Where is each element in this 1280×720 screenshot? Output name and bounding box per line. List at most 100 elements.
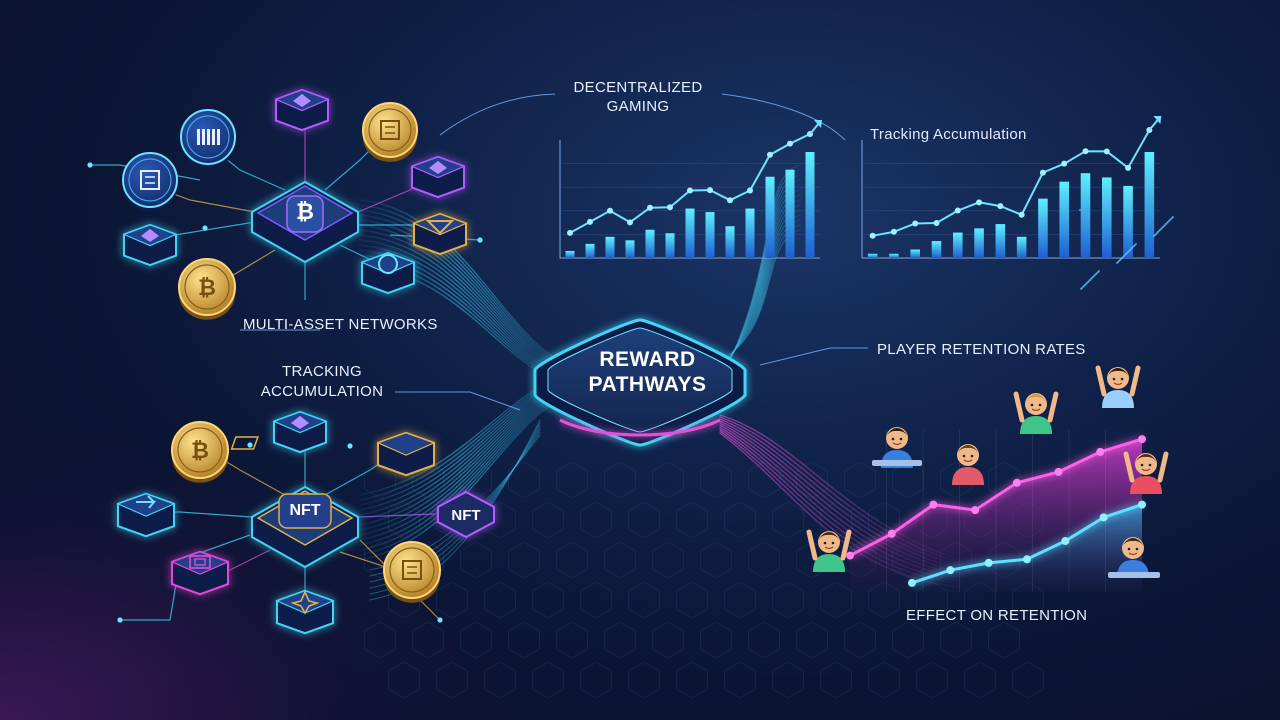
stream-lower-left: [359, 389, 561, 531]
chart-bar: [995, 224, 1006, 258]
grid-hex: [724, 661, 756, 699]
grid-hex: [556, 461, 588, 499]
grid-hex: [796, 461, 828, 499]
chart-bar: [665, 233, 675, 258]
trace-line: [357, 513, 436, 518]
chart-bar: [1059, 181, 1070, 258]
chart-point: [747, 187, 753, 194]
grid-hex: [868, 661, 900, 699]
chart-bar: [745, 208, 755, 258]
stream-lower-arc: [369, 419, 541, 601]
grid-hex: [748, 541, 780, 579]
avatar-player: [952, 444, 984, 485]
trace-node: [347, 443, 353, 449]
chart-point: [567, 229, 573, 236]
grid-hex: [820, 581, 852, 619]
svg-text:₿: ₿: [191, 438, 209, 463]
chart-point: [767, 151, 773, 158]
retention-point: [1054, 467, 1063, 476]
stream-lower-left: [359, 394, 561, 546]
chart-point: [890, 228, 897, 235]
grid-hex: [748, 621, 780, 659]
ethereum-icon: [274, 88, 330, 132]
reward-pathways-hub: [533, 318, 747, 447]
grid-hex: [580, 501, 612, 539]
chart-point: [997, 203, 1004, 210]
retention-point: [908, 578, 916, 587]
chart-bar: [645, 229, 655, 258]
grid-hex: [507, 461, 540, 499]
grid-hex: [772, 581, 804, 619]
chart-bar: [1123, 185, 1133, 258]
label-player-retention-rates: PLAYER RETENTION RATES: [877, 341, 1086, 358]
grid-hex: [724, 581, 756, 619]
bar-chart-tracking-accumulation: [861, 116, 1175, 291]
gem-icon: [383, 541, 441, 603]
desk-icon: [872, 460, 922, 466]
particle: [1171, 215, 1175, 219]
grid-hex: [604, 541, 636, 579]
grid-hex: [435, 661, 469, 699]
grid-hex: [411, 621, 445, 659]
chart-bar: [889, 253, 899, 258]
retention-point: [1138, 500, 1146, 509]
grid-hex: [652, 461, 684, 499]
grid-hex: [483, 661, 516, 699]
trace-node: [202, 225, 208, 231]
grid-hex: [676, 501, 708, 539]
chart-point: [1103, 148, 1110, 155]
chart-point: [954, 207, 961, 214]
leader-lines: [240, 93, 868, 411]
stream-upper-left: [359, 214, 561, 366]
grid-hex: [652, 541, 684, 579]
chart-bar: [605, 236, 615, 258]
label-tracking-accumulation-chart: Tracking Accumulation: [870, 126, 1027, 143]
retention-point: [971, 506, 980, 515]
chart-point: [787, 140, 793, 147]
label-multi-asset-networks: MULTI-ASSET NETWORKS: [243, 316, 438, 333]
grid-hex: [724, 501, 756, 539]
retention-point: [887, 529, 896, 538]
chart-bar: [1038, 198, 1048, 258]
hub-node-top: [251, 180, 359, 264]
chart-bar: [1101, 177, 1112, 258]
chart-bar: [1144, 152, 1155, 258]
bar-chart-decentralized-gaming: [559, 120, 822, 259]
grid-hex: [1012, 661, 1044, 699]
trace-node: [477, 237, 483, 243]
retention-area-cyan: [912, 504, 1142, 592]
area-chart-retention: [846, 430, 1146, 592]
chart-bar: [685, 208, 695, 258]
stream-upper-left: [359, 234, 561, 373]
stream-lower-left: [359, 392, 561, 541]
avatar-player-cheering: [1013, 391, 1059, 434]
grid-hex: [604, 461, 636, 499]
retention-point: [1099, 513, 1108, 522]
chart-bar: [625, 240, 635, 258]
grid-hex: [532, 581, 564, 619]
trace-line: [120, 534, 251, 621]
grid-hex: [532, 501, 564, 539]
chart-point: [687, 187, 693, 194]
trace-node: [117, 617, 123, 623]
grid-hex: [387, 661, 421, 699]
chart-bar: [867, 253, 878, 258]
retention-point: [846, 551, 854, 560]
chart-bar: [1016, 236, 1027, 258]
particle: [1078, 208, 1082, 212]
chart-bar: [785, 169, 795, 258]
label-effect-on-retention: EFFECT ON RETENTION: [906, 607, 1088, 624]
stream-upper-left: [359, 244, 561, 376]
grid-hex: [988, 621, 1020, 659]
particle: [1097, 269, 1101, 273]
grid-hex: [507, 621, 540, 659]
grid-hex: [700, 461, 732, 499]
ethereum-icon: [122, 223, 178, 267]
chart-bar: [725, 226, 735, 258]
chart-point: [1018, 211, 1025, 218]
grid-hex: [556, 621, 588, 659]
stream-upper-left: [359, 209, 561, 365]
avatar-player-cheering: [806, 529, 852, 572]
retention-point: [1061, 537, 1070, 546]
nft-badge-node: [437, 490, 495, 539]
